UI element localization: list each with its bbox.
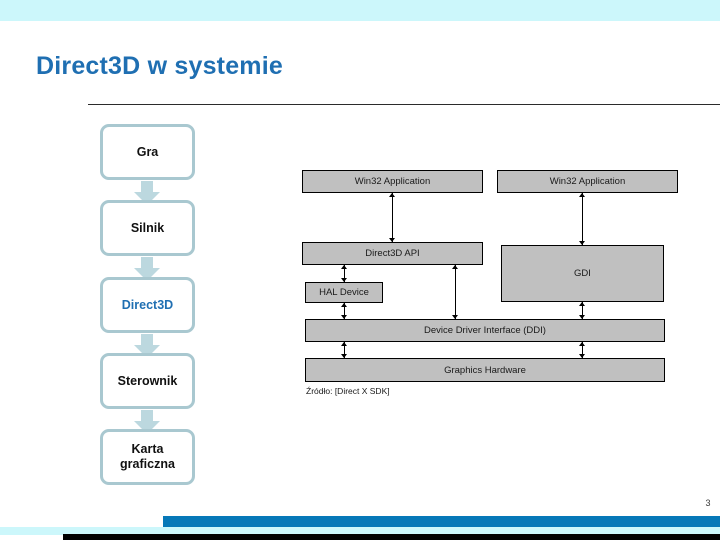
slide-page-number: 3 [705, 498, 711, 508]
dx-connector-win32-to-gdi [582, 193, 583, 245]
flow-box-direct3d[interactable]: Direct3D [100, 277, 195, 333]
dx-box-device-driver-interface: Device Driver Interface (DDI) [305, 319, 665, 342]
dx-arrowhead-hw-right-down [579, 354, 585, 358]
dx-arrowhead-d3d-ddi-up [452, 265, 458, 269]
dx-arrowhead-win32-left-up [389, 193, 395, 197]
dx-arrowhead-gdi-ddi-down [579, 315, 585, 319]
dx-box-win32-application-right: Win32 Application [497, 170, 678, 193]
dx-arrowhead-d3d-down [389, 238, 395, 242]
dx-connector-hal-to-ddi [344, 303, 345, 319]
title-divider [88, 104, 720, 105]
dx-arrowhead-hal-down [341, 278, 347, 282]
dx-connector-ddi-to-hw-left [344, 342, 345, 358]
dx-box-direct3d-api: Direct3D API [302, 242, 483, 265]
dx-connector-win32-to-d3d [392, 193, 393, 242]
flow-box-sterownik[interactable]: Sterownik [100, 353, 195, 409]
dx-arrowhead-hal-ddi-up [341, 303, 347, 307]
dx-arrowhead-gdi-down [579, 241, 585, 245]
dx-arrowhead-gdi-ddi-up [579, 302, 585, 306]
dx-connector-gdi-to-ddi [582, 302, 583, 319]
dx-arrowhead-hw-left-down [341, 354, 347, 358]
dx-box-graphics-hardware: Graphics Hardware [305, 358, 665, 382]
flow-box-silnik[interactable]: Silnik [100, 200, 195, 256]
dx-arrowhead-hw-right-up [579, 342, 585, 346]
page-title: Direct3D w systemie [36, 52, 283, 80]
top-accent-band [0, 0, 720, 21]
bottom-blue-bar [163, 516, 720, 528]
flow-box-karta-graficzna[interactable]: Karta graficzna [100, 429, 195, 485]
dx-connector-d3d-to-ddi [455, 265, 456, 319]
dx-arrowhead-win32-right-up [579, 193, 585, 197]
dx-arrowhead-hal-up [341, 265, 347, 269]
diagram-source-caption: Źródło: [Direct X SDK] [306, 386, 390, 396]
dx-box-hal-device: HAL Device [305, 282, 383, 303]
bottom-cyan-band [0, 527, 720, 535]
dx-connector-d3d-to-hal [344, 265, 345, 282]
dx-box-win32-application-left: Win32 Application [302, 170, 483, 193]
dx-arrowhead-ddi-mid-down [452, 315, 458, 319]
dx-arrowhead-hal-ddi-down [341, 315, 347, 319]
flow-box-gra[interactable]: Gra [100, 124, 195, 180]
bottom-dark-strip [63, 534, 720, 540]
dx-connector-ddi-to-hw-right [582, 342, 583, 358]
dx-box-gdi: GDI [501, 245, 664, 302]
dx-arrowhead-hw-left-up [341, 342, 347, 346]
